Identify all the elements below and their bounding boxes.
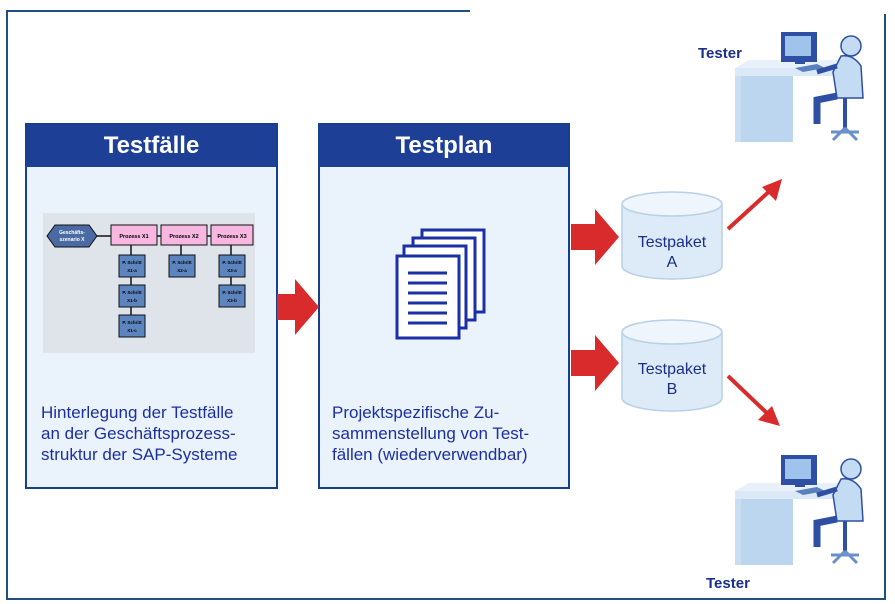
step-box: [118, 254, 146, 278]
arrow-paket-a-to-tester: [726, 179, 782, 231]
svg-text:X1-a: X1-a: [127, 268, 137, 273]
scenario-shape: [46, 224, 98, 248]
process-label: Prozess X3: [217, 234, 246, 240]
process-structure-diagram: Geschäfts- szenario X Prozess X1 Prozess…: [43, 213, 255, 353]
testpaket-b-label: Testpaket B: [637, 361, 707, 398]
step-box: [118, 284, 146, 308]
step-box: [218, 254, 246, 278]
arrow-testfaelle-to-testplan: [277, 279, 319, 335]
testpaket-b-cylinder: [621, 319, 723, 412]
svg-text:P. Schritt: P. Schritt: [122, 320, 142, 325]
svg-text:X3-a: X3-a: [227, 268, 237, 273]
testpaket-a-label: Testpaket A: [637, 234, 707, 271]
arrow-testplan-to-paket-b: [571, 335, 619, 391]
svg-text:P. Schritt: P. Schritt: [222, 290, 242, 295]
testplan-box: Testplan Projektspezifische Zu- sammenst…: [318, 123, 570, 489]
scenario-label-1: Geschäfts-: [59, 230, 85, 236]
tester-label-top: Tester: [698, 45, 742, 62]
testpaket-a-cylinder: [621, 191, 723, 280]
svg-text:X1-c: X1-c: [127, 328, 137, 333]
svg-text:X3-b: X3-b: [227, 298, 237, 303]
svg-text:X1-b: X1-b: [127, 298, 137, 303]
testfaelle-description: Hinterlegung der Testfälle an der Geschä…: [41, 403, 238, 464]
svg-text:P. Schritt: P. Schritt: [122, 260, 142, 265]
svg-text:P. Schritt: P. Schritt: [122, 290, 142, 295]
tester-label-bottom: Tester: [706, 575, 750, 592]
process-box: [110, 224, 158, 246]
testplan-title: Testplan: [320, 125, 568, 167]
tester-workstation-icon: [735, 455, 864, 565]
documents-icon: [395, 228, 486, 340]
step-box: [118, 314, 146, 338]
svg-text:P. Schritt: P. Schritt: [222, 260, 242, 265]
process-box: [210, 224, 254, 246]
svg-text:X2-a: X2-a: [177, 268, 187, 273]
testfaelle-box: Testfälle Geschäfts- szenario X Prozess …: [25, 123, 278, 489]
arrow-paket-b-to-tester: [726, 374, 780, 426]
testfaelle-title: Testfälle: [27, 125, 276, 167]
step-box: [218, 284, 246, 308]
scenario-label-2: szenario X: [59, 237, 85, 243]
process-box: [160, 224, 208, 246]
tester-workstation-icon: [735, 32, 864, 142]
process-label: Prozess X2: [169, 234, 198, 240]
svg-text:P. Schritt: P. Schritt: [172, 260, 192, 265]
step-box: [168, 254, 196, 278]
arrow-testplan-to-paket-a: [571, 209, 619, 265]
testplan-description: Projektspezifische Zu- sammenstellung vo…: [332, 403, 530, 464]
process-label: Prozess X1: [119, 234, 148, 240]
